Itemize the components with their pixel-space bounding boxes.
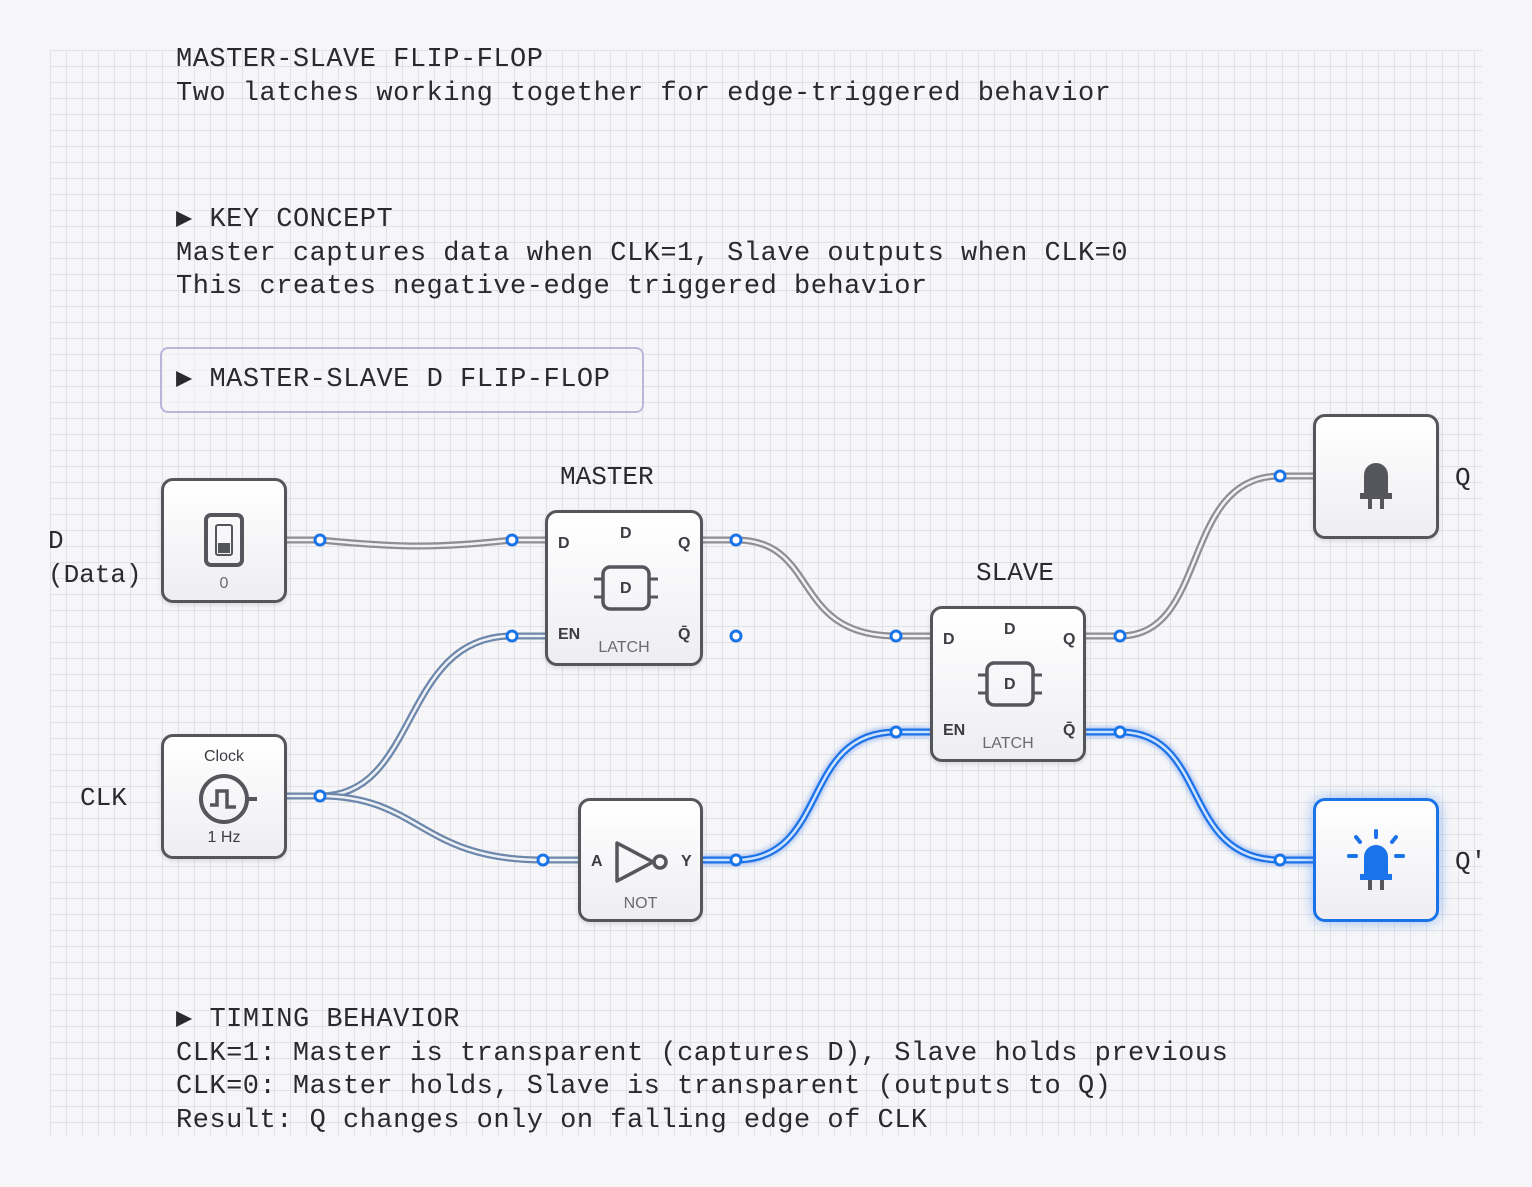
wire-master-q-to-slave-d[interactable]: [703, 536, 930, 640]
data-switch[interactable]: 0: [161, 478, 287, 603]
slave-pin-en: EN: [943, 722, 966, 739]
wire-slave-q-to-led-q[interactable]: [1086, 472, 1313, 640]
timing-line-1: CLK=1: Master is transparent (captures D…: [176, 1039, 1229, 1069]
clk-input-label: CLK: [80, 783, 127, 813]
wire-d-to-master[interactable]: [287, 536, 545, 550]
led-off-icon: [1360, 463, 1392, 509]
not-pin-a: A: [591, 853, 603, 870]
led-q[interactable]: [1313, 414, 1439, 539]
not-pin-y: Y: [681, 853, 692, 870]
not-gate-icon: [615, 841, 668, 883]
toggle-switch-icon: [204, 513, 244, 567]
not-gate[interactable]: A Y NOT: [578, 798, 703, 922]
chip-icon: [594, 565, 658, 611]
timing-heading: ▶ TIMING BEHAVIOR: [176, 1005, 460, 1035]
connection-points: [313, 469, 1287, 867]
timing-line-3: Result: Q changes only on falling edge o…: [176, 1106, 928, 1136]
wire-slave-qbar-to-led[interactable]: [1086, 728, 1313, 864]
key-concept-line-2: This creates negative-edge triggered beh…: [176, 272, 928, 302]
slave-pin-q: Q: [1063, 631, 1076, 648]
slave-latch[interactable]: D D Q EN Q̄ D LATCH: [930, 606, 1086, 762]
clock-frequency: 1 Hz: [207, 829, 241, 846]
slave-top-label: D: [1004, 621, 1016, 638]
slave-pin-qbar: Q̄: [1063, 722, 1076, 739]
not-type: NOT: [623, 895, 658, 912]
slave-pin-d: D: [943, 631, 955, 648]
master-title: MASTER: [560, 462, 654, 492]
master-latch[interactable]: D D Q EN Q̄ D LATCH: [545, 510, 703, 666]
diagram-title: MASTER-SLAVE FLIP-FLOP: [176, 45, 544, 75]
diagram-subtitle: Two latches working together for edge-tr…: [176, 79, 1112, 109]
d-input-label: D (Data): [48, 526, 142, 590]
led-qbar[interactable]: [1313, 798, 1439, 922]
wire-not-to-slave-en[interactable]: [703, 728, 930, 864]
canvas-grid: [50, 50, 1482, 1136]
wire-clk-to-not[interactable]: [319, 792, 578, 864]
circuit-section-header[interactable]: ▶ MASTER-SLAVE D FLIP-FLOP: [160, 347, 644, 413]
slave-title: SLAVE: [976, 558, 1055, 588]
slave-type: LATCH: [982, 735, 1034, 752]
clock-source[interactable]: Clock 1 Hz: [161, 734, 287, 859]
master-top-label: D: [620, 525, 632, 542]
clock-wave-icon: [199, 774, 257, 824]
circuit-section-label: ▶ MASTER-SLAVE D FLIP-FLOP: [176, 365, 611, 395]
master-pin-en: EN: [558, 626, 581, 643]
chip-icon: [978, 661, 1042, 707]
led-on-icon: [1347, 829, 1405, 890]
led-qbar-label: Q': [1455, 847, 1487, 877]
master-type: LATCH: [598, 639, 650, 656]
switch-value: 0: [219, 575, 229, 592]
key-concept-line-1: Master captures data when CLK=1, Slave o…: [176, 239, 1129, 269]
master-pin-q: Q: [678, 535, 691, 552]
master-pin-d: D: [558, 535, 570, 552]
slave-chip-label: D: [1004, 676, 1016, 693]
clock-title: Clock: [203, 748, 244, 765]
master-chip-label: D: [620, 580, 632, 597]
led-q-label: Q: [1455, 463, 1471, 493]
timing-line-2: CLK=0: Master holds, Slave is transparen…: [176, 1072, 1112, 1102]
master-pin-qbar: Q̄: [678, 626, 691, 643]
wire-clk-to-master-en[interactable]: [287, 632, 545, 800]
key-concept-heading: ▶ KEY CONCEPT: [176, 205, 394, 235]
